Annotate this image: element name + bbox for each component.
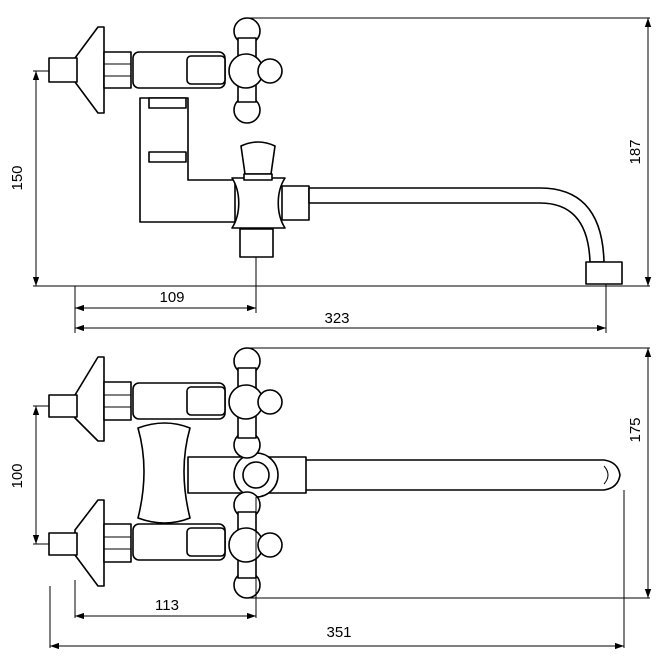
wall-flange (74, 26, 105, 114)
bottom-view: 100 175 113 351 (9, 347, 652, 650)
dim-overall-length: 351 (326, 624, 351, 641)
cross-handle-upper-icon (228, 347, 283, 459)
wall-flange-lower (74, 499, 105, 587)
shower-outlet (239, 228, 274, 258)
hex-nut-lower (103, 523, 132, 563)
inlet-pipe-upper (48, 394, 78, 418)
dim-inlet-height: 150 (9, 165, 26, 190)
dim-inlet-spacing: 100 (9, 463, 26, 488)
dim-overall-width: 175 (627, 417, 644, 442)
dim-handle-offset: 113 (155, 597, 179, 614)
spout (308, 187, 605, 263)
spout-plan (304, 459, 621, 491)
cross-handle-lower-icon (228, 491, 283, 599)
diverter-knob-icon (240, 141, 276, 175)
dim-overall-height: 187 (627, 139, 644, 164)
diverter-body (231, 177, 286, 229)
hex-nut (103, 51, 132, 89)
inlet-pipe (48, 57, 78, 83)
hex-nut-upper (103, 381, 132, 421)
aerator (585, 261, 623, 285)
cross-handle-icon (228, 17, 283, 124)
dim-diverter-offset: 109 (159, 289, 184, 306)
wall-flange-upper (74, 356, 105, 442)
top-view: 150 187 109 323 (9, 17, 652, 333)
dim-spout-length: 323 (324, 310, 349, 327)
inlet-pipe-lower (48, 532, 78, 556)
mixer-body-plan (137, 422, 191, 524)
